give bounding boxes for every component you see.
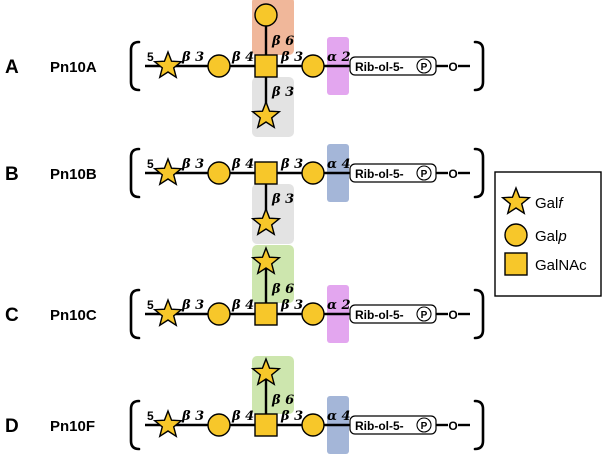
galp-circle-icon (301, 413, 325, 437)
glycan-row-b: B Pn10B β 3 5 β 3 β 4 β 3 α 4 Rib-ol-5- P O (5, 144, 485, 244)
galnac-square-icon (254, 161, 278, 185)
branch-galf-star-icon (250, 100, 282, 129)
legend-galnac-square-icon (504, 252, 528, 276)
alpha-linkage-label: α 4 (327, 409, 351, 424)
ribitol-phosphate-box (349, 415, 437, 435)
ribitol-label: Rib-ol-5- (355, 167, 404, 181)
galnac-square-icon (254, 302, 278, 326)
linkage-label-1: β 3 (181, 157, 204, 172)
galp-circle-icon (301, 161, 325, 185)
legend-label: Galp (535, 228, 567, 245)
galnac-square-icon (254, 54, 278, 78)
structure-name: Pn10A (50, 59, 97, 76)
branch-galf-star-icon (250, 207, 282, 236)
galf-star-icon (152, 50, 184, 79)
galp-circle-icon (207, 54, 231, 78)
galp-circle-icon (301, 302, 325, 326)
structure-name: Pn10B (50, 166, 97, 183)
ribitol-label: Rib-ol-5- (355, 308, 404, 322)
ribitol-label: Rib-ol-5- (355, 419, 404, 433)
branch-galf-star-icon (250, 246, 282, 275)
galf-star-icon (152, 409, 184, 438)
left-repeat-bracket (129, 288, 141, 340)
branch-up-linkage-label: β 6 (271, 393, 294, 408)
linkage-label-1: β 3 (181, 409, 204, 424)
galf-star-icon (152, 298, 184, 327)
phosphate-circle-icon (416, 58, 432, 74)
phosphate-circle-icon (416, 165, 432, 181)
glycan-row-c: C Pn10C β 6 5 β 3 β 4 β 3 α 2 Rib-ol-5- P O (5, 245, 485, 343)
phosphate-label: P (421, 169, 428, 180)
legend-galp-circle-icon (504, 223, 528, 247)
branch-galp-circle-icon (254, 3, 278, 27)
linkage-label-2: β 4 (231, 50, 254, 65)
ribitol-label: Rib-ol-5- (355, 60, 404, 74)
branch-down-linkage-label: β 3 (271, 192, 294, 207)
branch-up-linkage-label: β 6 (271, 34, 294, 49)
linkage-label-1: β 3 (181, 50, 204, 65)
panel-letter: D (5, 416, 19, 437)
right-repeat-bracket (473, 147, 485, 199)
linkage-label-3: β 3 (280, 298, 303, 313)
galp-circle-icon (207, 161, 231, 185)
linkage-label-1: β 3 (181, 298, 204, 313)
oxygen-label: O (448, 419, 457, 433)
phosphate-label: P (421, 310, 428, 321)
linkage-label-2: β 4 (231, 298, 254, 313)
linkage-label-3: β 3 (280, 157, 303, 172)
legend-label: Galf (535, 195, 564, 212)
phosphate-circle-icon (416, 417, 432, 433)
alpha-linkage-label: α 2 (327, 298, 351, 313)
oxygen-label: O (448, 60, 457, 74)
linkage-label-3: β 3 (280, 50, 303, 65)
alpha-linkage-label: α 2 (327, 50, 351, 65)
galp-circle-icon (207, 302, 231, 326)
ribitol-phosphate-box (349, 163, 437, 183)
glycan-row-d: D Pn10F β 6 5 β 3 β 4 β 3 α 4 Rib-ol-5- P O (5, 356, 485, 454)
galp-circle-icon (301, 54, 325, 78)
panel-letter: B (5, 164, 19, 185)
linkage-label-2: β 4 (231, 409, 254, 424)
phosphate-label: P (421, 62, 428, 73)
branch-up-linkage-label: β 6 (271, 282, 294, 297)
branch-galf-star-icon (250, 357, 282, 386)
structure-name: Pn10F (50, 418, 95, 435)
galf-star-icon (152, 157, 184, 186)
panel-letter: C (5, 305, 19, 326)
galp-circle-icon (207, 413, 231, 437)
left-repeat-bracket (129, 147, 141, 199)
chain-end-position-label: 5 (147, 157, 154, 171)
linkage-label-2: β 4 (231, 157, 254, 172)
left-repeat-bracket (129, 399, 141, 451)
phosphate-circle-icon (416, 306, 432, 322)
chain-end-position-label: 5 (147, 409, 154, 423)
legend-label: GalNAc (535, 257, 587, 274)
right-repeat-bracket (473, 399, 485, 451)
oxygen-label: O (448, 308, 457, 322)
legend-item-star: Galf (500, 186, 564, 215)
structure-name: Pn10C (50, 307, 97, 324)
chain-end-position-label: 5 (147, 298, 154, 312)
legend-item-circle: Galp (504, 223, 567, 247)
alpha-linkage-label: α 4 (327, 157, 351, 172)
phosphate-label: P (421, 421, 428, 432)
chain-end-position-label: 5 (147, 50, 154, 64)
oxygen-label: O (448, 167, 457, 181)
ribitol-phosphate-box (349, 56, 437, 76)
right-repeat-bracket (473, 40, 485, 92)
ribitol-phosphate-box (349, 304, 437, 324)
right-repeat-bracket (473, 288, 485, 340)
legend-galf-star-icon (500, 186, 532, 215)
left-repeat-bracket (129, 40, 141, 92)
legend-item-square: GalNAc (504, 252, 587, 276)
linkage-label-3: β 3 (280, 409, 303, 424)
branch-down-linkage-label: β 3 (271, 85, 294, 100)
panel-letter: A (5, 57, 19, 78)
galnac-square-icon (254, 413, 278, 437)
